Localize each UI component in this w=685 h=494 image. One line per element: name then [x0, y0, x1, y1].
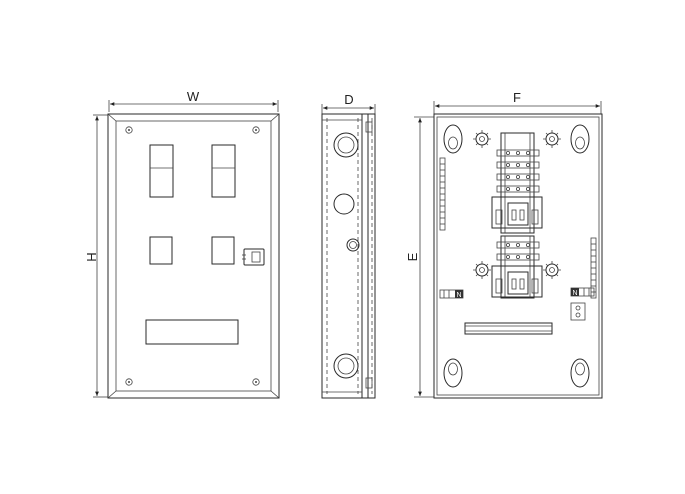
gear-fixing [543, 261, 561, 279]
knockout-large [333, 132, 359, 158]
front-door-panel [115, 120, 272, 392]
depth-dimension: D [321, 92, 376, 114]
door-lock [242, 248, 265, 266]
lower-terminal-block [496, 241, 540, 261]
side-view: D [321, 92, 376, 399]
door-screw [125, 378, 133, 386]
upper-terminal-block [496, 149, 540, 193]
knockout-small [346, 238, 360, 252]
interior-view: F E [405, 90, 603, 399]
inner-height-label: E [405, 252, 420, 261]
knockout-large [333, 353, 359, 379]
earth-terminal [570, 302, 586, 321]
right-terminal-strip [590, 237, 597, 299]
inner-width-dimension: F [433, 90, 602, 114]
door-screw [125, 126, 133, 134]
right-neutral-label: N [572, 290, 577, 297]
mounting-slot [570, 124, 590, 154]
mounting-slot [570, 358, 590, 388]
main-breaker-upper [491, 196, 543, 229]
gear-fixing [543, 130, 561, 148]
door-screw [252, 378, 260, 386]
side-body [321, 113, 376, 399]
mounting-slot [443, 358, 463, 388]
door-screw [252, 126, 260, 134]
breaker-window [211, 236, 235, 265]
din-rail-upper [500, 132, 535, 234]
din-rail-lower [500, 235, 535, 299]
gear-fixing [473, 130, 491, 148]
interior-back-plate [433, 113, 603, 399]
front-outer-frame [107, 113, 280, 399]
left-neutral-label: N [456, 292, 461, 299]
height-dimension: H [84, 114, 108, 398]
width-label: W [187, 89, 200, 104]
inner-width-label: F [513, 90, 521, 105]
knockout-medium [333, 193, 355, 215]
breaker-window [149, 236, 173, 265]
inner-height-dimension: E [405, 116, 434, 398]
gear-fixing [473, 261, 491, 279]
depth-label: D [344, 92, 353, 107]
mounting-slot [443, 124, 463, 154]
left-neutral-bar: N [439, 289, 464, 299]
left-terminal-strip [439, 157, 446, 231]
label-holder [145, 319, 239, 345]
horizontal-din-rail [464, 322, 553, 335]
main-breaker-lower [491, 265, 543, 298]
meter-window [211, 144, 236, 198]
height-label: H [84, 252, 99, 261]
front-view: W H [84, 89, 280, 399]
meter-window [149, 144, 174, 198]
width-dimension: W [108, 89, 279, 112]
right-neutral-bar: N [570, 287, 595, 297]
